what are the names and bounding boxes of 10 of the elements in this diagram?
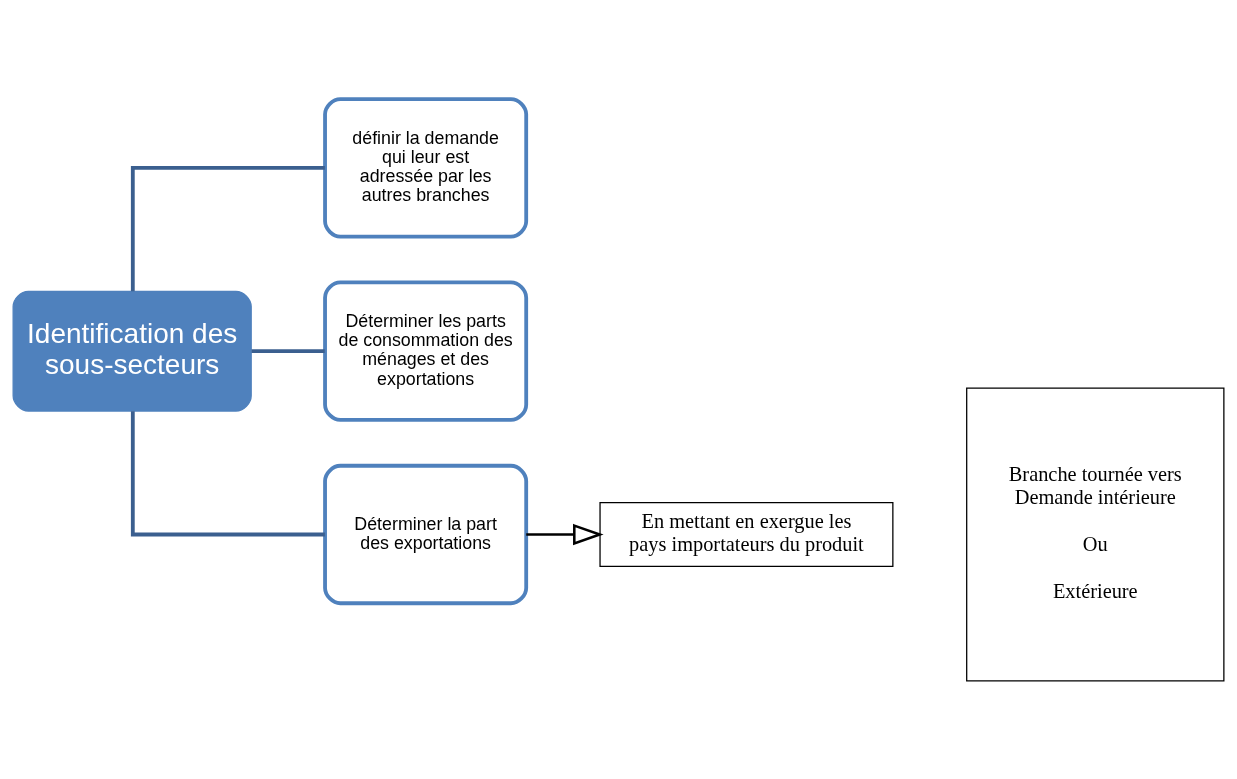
node-box: Branche tournée vers Demande intérieure Ou Extérieure [966, 386, 1225, 682]
arrow [526, 523, 604, 545]
connector [130, 410, 325, 536]
connector [130, 165, 325, 291]
node-box: En mettant en exergue les pays importateurs du produit [599, 501, 894, 567]
node-box: définir la demande qui leur est adressée par les autres branches [323, 96, 529, 238]
node-box: Déterminer les parts de consommation des ménages et des exportations [323, 280, 529, 422]
node-box: Déterminer la part des exportations [323, 463, 529, 605]
node-box: Identification des sous-secteurs [12, 290, 252, 412]
connector [251, 348, 325, 353]
